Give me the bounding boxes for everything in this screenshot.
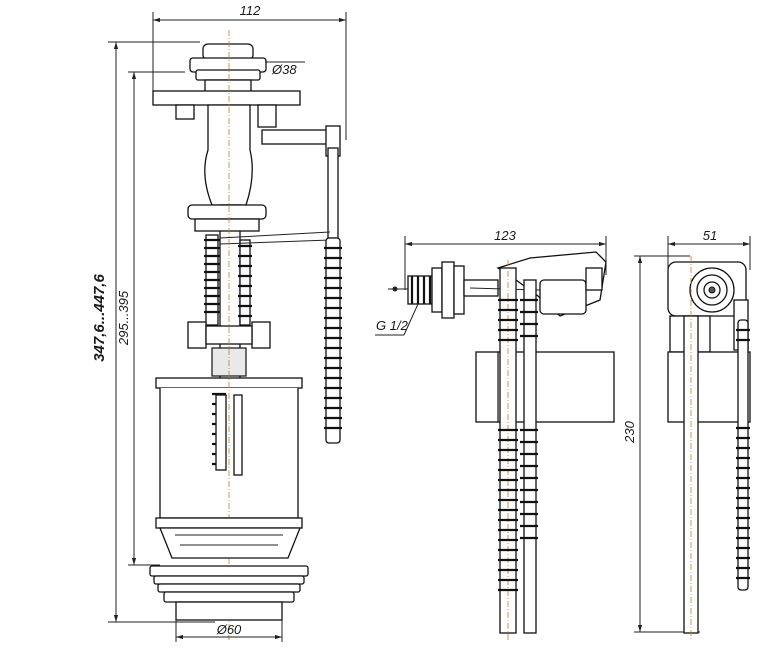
side-riser bbox=[498, 260, 538, 640]
base-seal bbox=[149, 517, 309, 621]
side-float bbox=[475, 351, 615, 423]
side-valve-head bbox=[469, 251, 607, 317]
dimension-top-width: 112 bbox=[152, 3, 347, 140]
dim-body-height-label: 295...395 bbox=[116, 290, 131, 346]
dim-thread-label: G 1/2 bbox=[376, 318, 409, 333]
dimension-total-height: 347,6...447,6 bbox=[91, 41, 215, 623]
front-valve-head bbox=[667, 261, 749, 353]
dimension-body-height: 295...395 bbox=[116, 71, 185, 566]
front-riser bbox=[683, 256, 750, 640]
flush-valve-drawing: 112 347,6...447,6 295...395 Ø38 bbox=[91, 3, 347, 642]
dim-total-height-label: 347,6...447,6 bbox=[91, 274, 108, 362]
dim-base-diameter-label: Ø60 bbox=[216, 622, 242, 637]
dim-button-diameter-label: Ø38 bbox=[271, 62, 297, 77]
front-float bbox=[667, 351, 751, 423]
dim-front-height-label: 230 bbox=[622, 420, 637, 443]
dim-side-width-label: 123 bbox=[494, 228, 516, 243]
height-adjust-rack bbox=[204, 231, 331, 326]
dim-front-width-label: 51 bbox=[703, 228, 717, 243]
flush-button: Ø38 bbox=[189, 43, 305, 93]
fill-valve-side-drawing: 123 G 1/2 bbox=[375, 228, 615, 640]
top-flange bbox=[152, 90, 301, 128]
fill-valve-front-drawing: 51 230 bbox=[622, 228, 751, 640]
dimension-side-width: 123 bbox=[404, 228, 607, 290]
lever-arm bbox=[261, 125, 341, 239]
dimension-base-diameter: Ø60 bbox=[175, 620, 283, 642]
dimension-front-width: 51 bbox=[667, 228, 751, 270]
inlet-thread: G 1/2 bbox=[375, 261, 499, 336]
dimension-front-height: 230 bbox=[622, 255, 700, 633]
dim-top-width-label: 112 bbox=[240, 3, 261, 18]
chain-rod bbox=[324, 237, 342, 444]
